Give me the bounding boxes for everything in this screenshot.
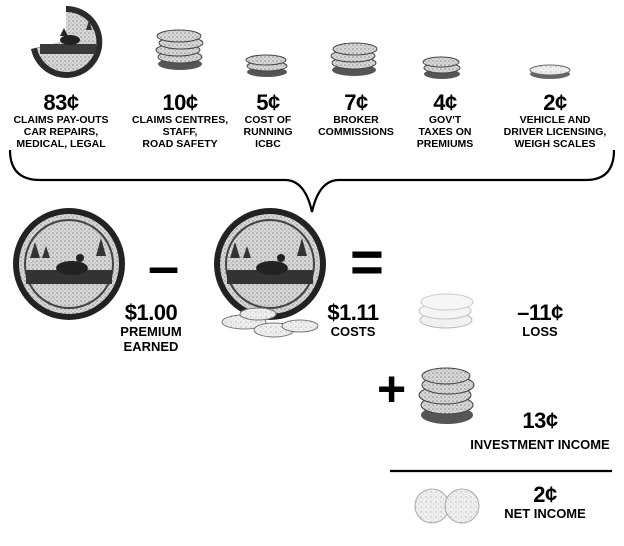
loonie-slice-icon: [31, 5, 103, 78]
costs-block: $1.11 COSTS: [308, 300, 398, 340]
breakdown-broker: 7¢ BROKER COMMISSIONS: [306, 90, 406, 139]
label-line: TAXES ON: [418, 126, 472, 138]
investment-block: 13¢ INVESTMENT INCOME: [460, 408, 620, 453]
loss-block: –11¢ LOSS: [500, 300, 580, 340]
amount: 2¢: [543, 90, 567, 115]
label-line: PREMIUMS: [416, 138, 474, 150]
amount: 83¢: [43, 90, 79, 115]
coin-stack-icon: [529, 64, 571, 79]
label-line: DRIVER LICENSING,: [503, 126, 607, 138]
net-label: NET INCOME: [504, 506, 586, 521]
amount: 10¢: [162, 90, 198, 115]
costs-amount: $1.11: [327, 300, 379, 325]
coin-pile-icon: [221, 307, 319, 338]
loonie-coin-icon: [13, 208, 125, 320]
plus-sign: +: [377, 361, 407, 417]
minus-sign: –: [148, 234, 180, 297]
label-line: BROKER: [333, 114, 379, 126]
label-line: VEHICLE AND: [519, 114, 591, 126]
net-income-block: 2¢ NET INCOME: [495, 482, 595, 522]
brace-line: [8, 149, 616, 213]
label-line: CLAIMS PAY-OUTS: [13, 114, 109, 126]
loonie-coin-icon: [214, 208, 326, 320]
net-income-coins-icon: [414, 488, 480, 524]
equals-sign: =: [350, 230, 384, 295]
loss-label: LOSS: [522, 324, 558, 339]
amount: 7¢: [344, 90, 368, 115]
net-amount: 2¢: [533, 482, 557, 507]
loss-amount: –11¢: [517, 300, 563, 325]
label-line: ROAD SAFETY: [142, 138, 218, 150]
breakdown-taxes: 4¢ GOV'T TAXES ON PREMIUMS: [404, 90, 486, 151]
amount: 4¢: [433, 90, 457, 115]
label-line: GOV'T: [428, 114, 462, 126]
premium-block: $1.00 PREMIUM EARNED: [104, 300, 198, 355]
label-line: STAFF,: [162, 126, 198, 138]
amount: 5¢: [256, 90, 280, 115]
label-line: CAR REPAIRS,: [23, 126, 99, 138]
costs-label: COSTS: [330, 324, 376, 339]
investment-amount: 13¢: [522, 408, 558, 433]
label-line: RUNNING: [243, 126, 293, 138]
label-line: COMMISSIONS: [318, 126, 394, 138]
breakdown-running: 5¢ COST OF RUNNING ICBC: [232, 90, 304, 151]
breakdown-licensing: 2¢ VEHICLE AND DRIVER LICENSING, WEIGH S…: [490, 90, 620, 151]
label-line: WEIGH SCALES: [514, 138, 596, 150]
premium-amount: $1.00: [124, 300, 178, 325]
coin-stack-icon: [245, 54, 288, 77]
premium-label-line: PREMIUM: [120, 324, 182, 339]
label-line: ICBC: [255, 138, 281, 150]
coin-stack-icon: [422, 56, 461, 79]
label-line: MEDICAL, LEGAL: [16, 138, 106, 150]
breakdown-claims-centres: 10¢ CLAIMS CENTRES, STAFF, ROAD SAFETY: [120, 90, 240, 151]
loss-coins-icon: [418, 293, 474, 329]
premium-label-line: EARNED: [123, 339, 179, 354]
label-line: COST OF: [244, 114, 292, 126]
breakdown-claims: 83¢ CLAIMS PAY-OUTS CAR REPAIRS, MEDICAL…: [0, 90, 122, 151]
investment-label: INVESTMENT INCOME: [470, 437, 610, 452]
coin-stack-icon: [330, 42, 378, 76]
label-line: CLAIMS CENTRES,: [131, 114, 229, 126]
investment-coins-icon: [418, 367, 475, 424]
coin-stack-icon: [155, 29, 204, 70]
